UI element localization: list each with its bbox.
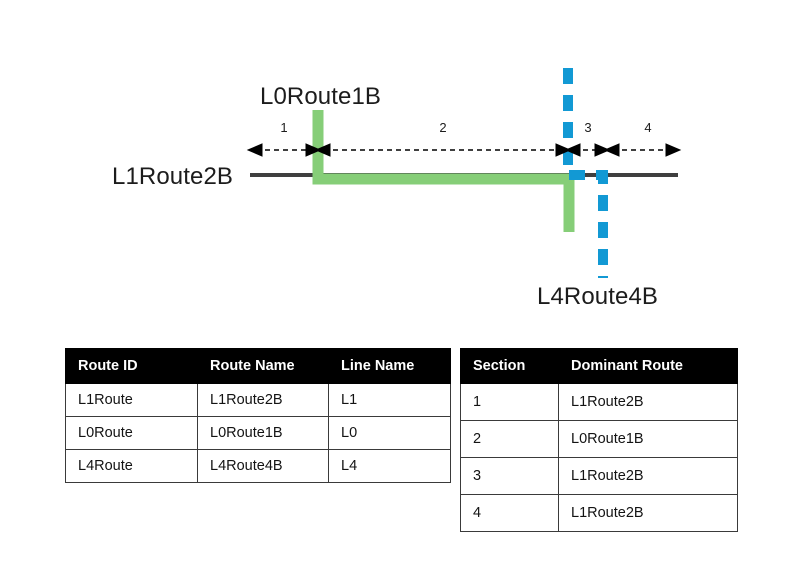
route-label-l0route1b: L0Route1B [260,83,381,110]
section-number-2: 2 [439,120,447,135]
cell-route-name: L1Route2B [197,383,329,417]
cell-section: 3 [460,457,559,495]
table-row: L0Route L0Route1B L0 [65,416,451,450]
section-number-3: 3 [584,120,592,135]
section-3-arrowhead-left [564,143,581,157]
section-number-1: 1 [280,120,288,135]
section-arrow-group [246,143,682,157]
cell-section: 2 [460,420,559,458]
section-4-arrowhead-left [603,143,620,157]
cell-route-id: L1Route [65,383,198,417]
section-1-arrowhead-right [305,143,322,157]
cell-route-name: L4Route4B [197,449,329,483]
section-3-arrowhead-right [594,143,611,157]
cell-line-name: L0 [328,416,451,450]
table-row: 4 L1Route2B [460,494,738,532]
route-label-l4route4b: L4Route4B [537,283,658,310]
route-label-l1route2b: L1Route2B [112,163,233,190]
column-header-section: Section [460,348,559,384]
cell-section: 4 [460,494,559,532]
column-header-route-name: Route Name [197,348,329,384]
section-number-4: 4 [644,120,652,135]
table-row: 2 L0Route1B [460,420,738,458]
table-row: L4Route L4Route4B L4 [65,449,451,483]
section-1-arrowhead-left [246,143,263,157]
table-row: 3 L1Route2B [460,457,738,495]
routes-table: Route ID Route Name Line Name L1Route L1… [65,348,451,483]
cell-line-name: L1 [328,383,451,417]
cell-dominant-route: L0Route1B [558,420,738,458]
blue-route-l4route4b [563,68,608,278]
cell-dominant-route: L1Route2B [558,383,738,421]
column-header-line-name: Line Name [328,348,451,384]
cell-dominant-route: L1Route2B [558,494,738,532]
cell-line-name: L4 [328,449,451,483]
table-row: 1 L1Route2B [460,383,738,421]
cell-section: 1 [460,383,559,421]
cell-route-name: L0Route1B [197,416,329,450]
cell-dominant-route: L1Route2B [558,457,738,495]
cell-route-id: L0Route [65,416,198,450]
sections-table: Section Dominant Route 1 L1Route2B 2 L0R… [460,348,738,532]
section-4-arrowhead-right [665,143,682,157]
cell-route-id: L4Route [65,449,198,483]
section-2-arrowhead-right [555,143,572,157]
table-header-row: Section Dominant Route [460,348,738,384]
column-header-dominant-route: Dominant Route [558,348,738,384]
section-2-arrowhead-left [314,143,331,157]
table-header-row: Route ID Route Name Line Name [65,348,451,384]
column-header-route-id: Route ID [65,348,198,384]
table-row: L1Route L1Route2B L1 [65,383,451,417]
green-route-l0route1b [312,110,575,232]
